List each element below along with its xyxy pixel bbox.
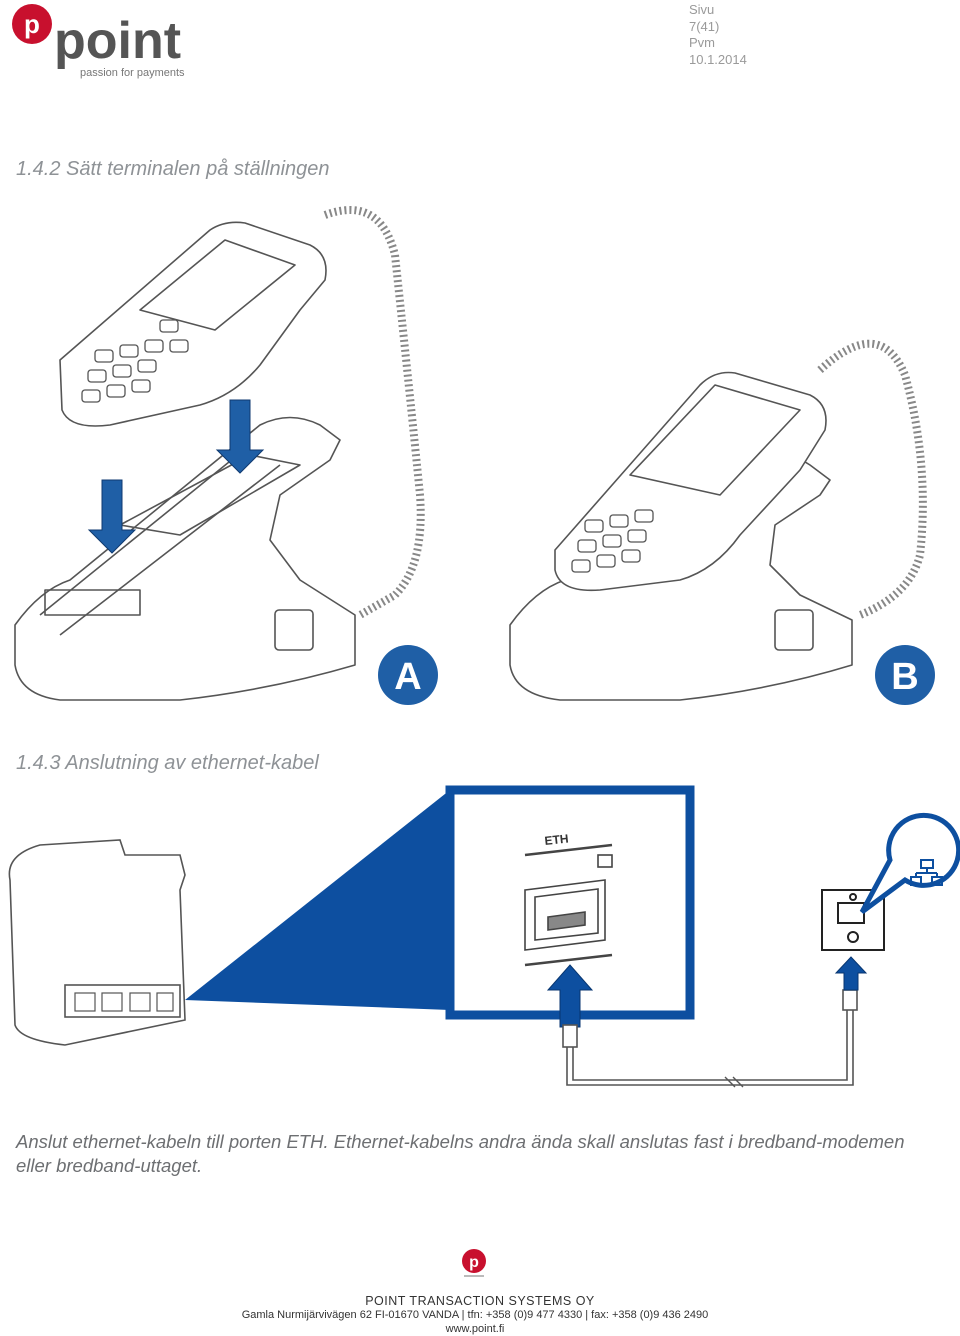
eth-port-label: ETH (544, 832, 569, 848)
coiled-cable-b (817, 339, 927, 619)
terminal-stand-figure: A B (14, 206, 935, 705)
badge-a: A (378, 645, 438, 705)
svg-text:p: p (24, 9, 40, 39)
page-meta: Sivu 7(41) Pvm 10.1.2014 (689, 2, 747, 68)
coiled-cable-a (323, 206, 425, 619)
network-icon (910, 859, 943, 886)
footer-company: POINT TRANSACTION SYSTEMS OY (365, 1294, 595, 1308)
ethernet-caption: Anslut ethernet-kabeln till porten ETH. … (16, 1131, 905, 1176)
down-arrow-icon (215, 399, 265, 474)
eth-port-detail (524, 843, 613, 967)
zoom-highlight (185, 790, 450, 1010)
terminal-a-illustration (59, 221, 327, 427)
down-arrow-icon (87, 479, 137, 554)
brand-name: point (54, 12, 181, 70)
page-value: 7(41) (689, 18, 720, 34)
svg-text:A: A (394, 656, 421, 698)
section-heading-ethernet: 1.4.3 Anslutning av ethernet-kabel (16, 752, 319, 774)
stand-rear-illustration (8, 839, 186, 1046)
up-arrow-icon (546, 964, 594, 1028)
footer-website: www.point.fi (445, 1323, 505, 1335)
logo-mark (12, 4, 52, 44)
footer-address: Gamla Nurmijärvivägen 62 FI-01670 VANDA … (241, 1309, 709, 1321)
ethernet-connection-figure: ETH (8, 785, 960, 1088)
svg-text:p: p (469, 1254, 479, 1271)
point-logo: p point passion for payments (12, 4, 185, 79)
stand-a-illustration (14, 416, 356, 701)
brand-tagline: passion for payments (80, 67, 185, 79)
page-label: Sivu (689, 2, 715, 17)
svg-text:B: B (891, 656, 918, 698)
footer-logo-mark: p (462, 1249, 486, 1277)
up-arrow-icon (834, 956, 868, 991)
badge-b: B (875, 645, 935, 705)
ethernet-cable (562, 989, 858, 1088)
section-heading-stand: 1.4.2 Sätt terminalen på ställningen (16, 158, 330, 180)
date-value: 10.1.2014 (689, 51, 747, 67)
date-label: Pvm (689, 35, 715, 50)
network-callout (859, 812, 960, 915)
terminal-b-illustration (554, 371, 827, 592)
